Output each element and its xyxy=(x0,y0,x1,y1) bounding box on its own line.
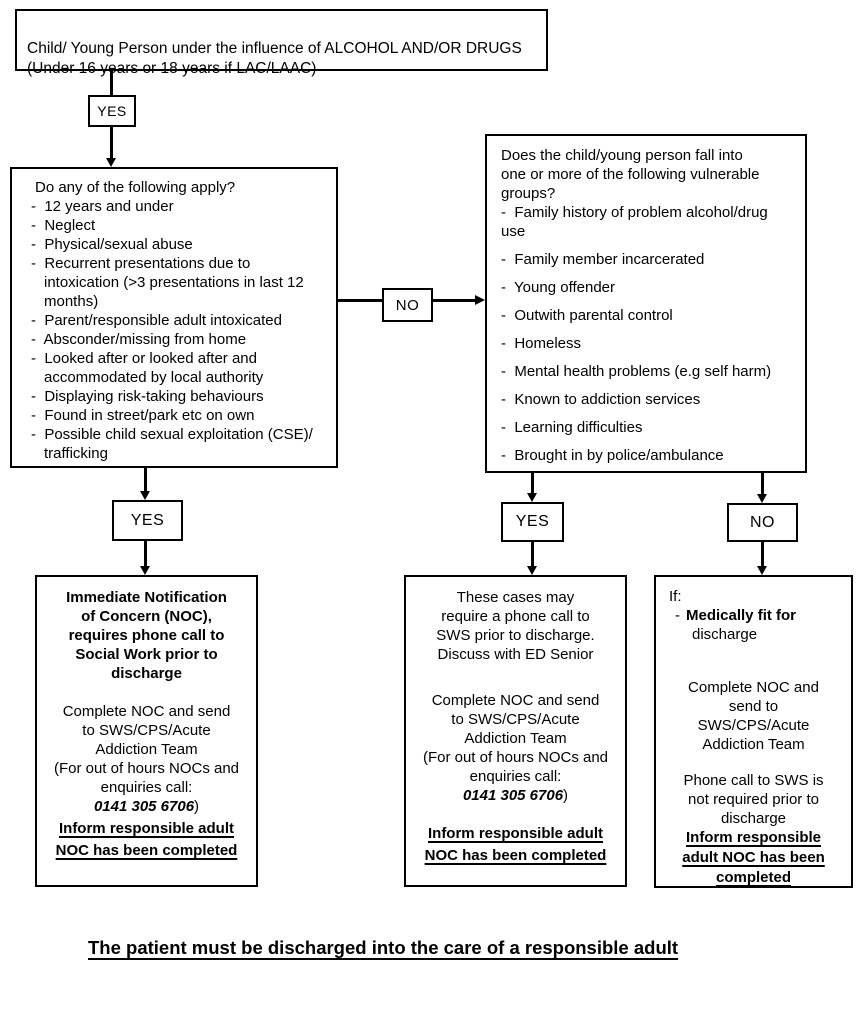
vulnerable-item: - Family member incarcerated xyxy=(501,251,705,268)
vulnerable-item: - Learning difficulties xyxy=(501,419,643,436)
connector-vulnerable-to-yes-center xyxy=(531,473,534,493)
no-label-right-text: NO xyxy=(750,513,775,531)
criteria-title: Do any of the following apply? xyxy=(35,179,236,196)
connector-start-to-yes xyxy=(110,71,113,95)
connector-criteria-to-yes-left xyxy=(144,468,147,491)
criteria-item: - Physical/sexual abuse xyxy=(31,236,193,253)
arrowhead-down-icon xyxy=(106,158,116,167)
outcome-phone-call-box: These cases may require a phone call to … xyxy=(404,575,627,887)
bullet-dash: - xyxy=(675,607,680,624)
criteria-item: - Neglect xyxy=(31,217,96,234)
criteria-item: - Possible child sexual exploitation (CS… xyxy=(31,426,313,462)
connector-yes-left-to-outcome xyxy=(144,541,147,566)
criteria-item: - Found in street/park etc on own xyxy=(31,407,255,424)
vulnerable-item: - Known to addiction services xyxy=(501,391,701,408)
vulnerable-item: - Brought in by police/ambulance xyxy=(501,447,724,464)
outcome-middle-body: Complete NOC and send to SWS/CPS/Acute A… xyxy=(422,692,609,785)
arrowhead-down-icon xyxy=(757,494,767,503)
vulnerable-item: - Young offender xyxy=(501,279,615,296)
arrowhead-down-icon xyxy=(140,566,150,575)
outcome-middle-footer: Inform responsible adult NOC has been co… xyxy=(424,825,607,864)
connector-criteria-to-no xyxy=(338,299,382,302)
connector-no-to-vulnerable xyxy=(433,299,476,302)
arrowhead-down-icon xyxy=(527,493,537,502)
outcome-medically-fit-box: If: -Medically fit for discharge Complete… xyxy=(654,575,853,888)
outcome-immediate-noc-box: Immediate Notification of Concern (NOC),… xyxy=(35,575,258,887)
connector-vulnerable-to-no-right xyxy=(761,473,764,494)
outcome-right-footer: Inform responsible adult NOC has been co… xyxy=(682,829,825,886)
vulnerable-title: Does the child/young person fall into on… xyxy=(501,147,760,202)
outcome-middle-phone-line: 0141 305 6706) xyxy=(412,786,619,805)
vulnerable-item: - Outwith parental control xyxy=(501,307,673,324)
vulnerable-groups-box: Does the child/young person fall into on… xyxy=(485,134,807,473)
yes-label-top: YES xyxy=(88,95,136,127)
yes-label-top-text: YES xyxy=(97,103,127,119)
outcome-left-body: Complete NOC and send to SWS/CPS/Acute A… xyxy=(53,703,240,796)
outcome-right-intro: If: xyxy=(669,588,682,605)
arrowhead-right-icon xyxy=(475,295,485,305)
outcome-middle-heading: These cases may require a phone call to … xyxy=(436,589,595,663)
no-label-middle-text: NO xyxy=(395,296,420,314)
connector-no-right-to-outcome xyxy=(761,542,764,566)
outcome-right-body1: Complete NOC and send to SWS/CPS/Acute A… xyxy=(688,679,819,753)
criteria-item: - Recurrent presentations due to intoxic… xyxy=(31,255,304,310)
criteria-item: - Absconder/missing from home xyxy=(31,331,247,348)
criteria-item: - Looked after or looked after and accom… xyxy=(31,350,264,386)
outcome-right-bullet-rest: discharge xyxy=(692,626,758,643)
criteria-item: - 12 years and under xyxy=(31,198,174,215)
no-label-right: NO xyxy=(727,503,798,542)
arrowhead-down-icon xyxy=(527,566,537,575)
yes-label-left: YES xyxy=(112,500,183,541)
discharge-note: The patient must be discharged into the … xyxy=(88,937,679,958)
outcome-left-footer: Inform responsible adult NOC has been co… xyxy=(55,820,238,859)
outcome-right-body2: Phone call to SWS is not required prior … xyxy=(683,772,824,827)
no-label-middle: NO xyxy=(382,288,433,322)
start-box: Child/ Young Person under the influence … xyxy=(15,9,548,77)
arrowhead-down-icon xyxy=(140,491,150,500)
outcome-left-heading: Immediate Notification of Concern (NOC),… xyxy=(66,589,227,682)
start-box-text: Child/ Young Person under the influence … xyxy=(27,40,522,77)
yes-label-left-text: YES xyxy=(130,511,165,529)
outcome-left-phone-line: 0141 305 6706) xyxy=(43,797,250,816)
vulnerable-item: - Family history of problem alcohol/drug… xyxy=(501,204,768,240)
vulnerable-item: - Mental health problems (e.g self harm) xyxy=(501,363,772,380)
yes-label-center: YES xyxy=(501,502,564,542)
criteria-item: - Parent/responsible adult intoxicated xyxy=(31,312,282,329)
outcome-right-bullet: -Medically fit for discharge xyxy=(664,606,843,644)
phone-number: 0141 305 6706 xyxy=(462,787,564,804)
vulnerable-item: - Homeless xyxy=(501,335,582,352)
connector-yes-to-criteria xyxy=(110,127,113,158)
yes-label-center-text: YES xyxy=(515,513,550,530)
outcome-right-bullet-bold: Medically fit for xyxy=(686,607,797,624)
arrowhead-down-icon xyxy=(757,566,767,575)
phone-suffix: ) xyxy=(194,798,200,815)
criteria-item: - Displaying risk-taking behaviours xyxy=(31,388,264,405)
phone-suffix: ) xyxy=(563,787,569,804)
criteria-box: Do any of the following apply? - 12 year… xyxy=(10,167,338,468)
phone-number: 0141 305 6706 xyxy=(93,798,195,815)
connector-yes-center-to-outcome xyxy=(531,542,534,566)
